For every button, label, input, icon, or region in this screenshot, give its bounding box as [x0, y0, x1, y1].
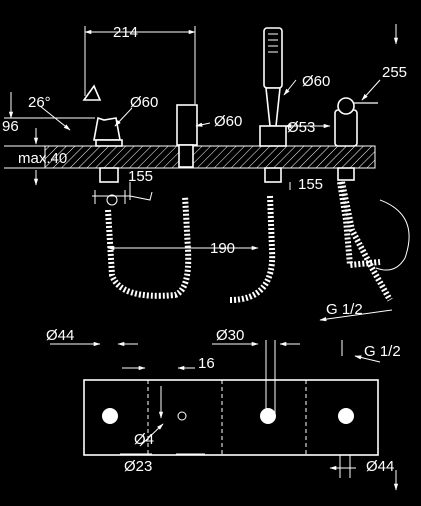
label-dia44-left: Ø44	[46, 327, 74, 344]
spout	[82, 41, 198, 168]
label-width-190: 190	[210, 240, 235, 257]
label-max40: max.40	[18, 150, 67, 167]
label-dia23: Ø23	[124, 458, 152, 475]
label-dia53: Ø53	[287, 119, 315, 136]
deck-surface	[4, 145, 376, 169]
label-height-96: 96	[2, 118, 19, 135]
supply-hoses	[105, 181, 410, 303]
label-angle-26: 26°	[28, 94, 51, 111]
handle-valve	[92, 116, 153, 206]
label-thread-g12-top: G 1/2	[326, 301, 363, 318]
label-height-255: 255	[382, 64, 407, 81]
label-dia44-right: Ø44	[366, 458, 394, 475]
label-dia60-shower: Ø60	[302, 73, 330, 90]
diverter-knob	[334, 97, 378, 181]
label-dia4: Ø4	[134, 431, 154, 448]
label-dia60-base: Ø60	[214, 113, 242, 130]
label-thread-g12-bottom: G 1/2	[364, 343, 401, 360]
label-width-214: 214	[113, 24, 138, 41]
cutout-plan	[50, 340, 399, 491]
label-length-155-right: 155	[298, 176, 323, 193]
hand-shower	[259, 27, 287, 183]
dimension-lines	[4, 24, 399, 363]
label-dia30: Ø30	[216, 327, 244, 344]
label-width-16: 16	[198, 355, 215, 372]
label-dia60-spout: Ø60	[130, 94, 158, 111]
label-length-155-left: 155	[128, 168, 153, 185]
